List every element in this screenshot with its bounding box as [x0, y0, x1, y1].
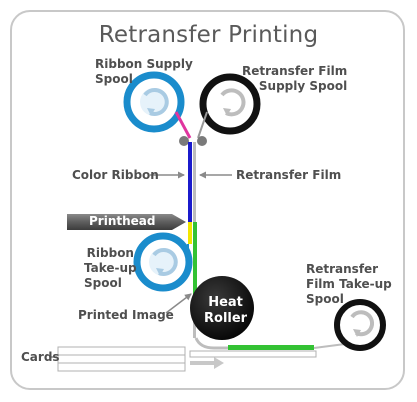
film-to-takeup-segment [313, 343, 346, 349]
heat-roller-label-line2: Roller [204, 311, 248, 326]
color-ribbon-label: Color Ribbon [72, 168, 159, 182]
ribbon-yellow-band [188, 222, 192, 244]
film-takeup-label-line1: Retransfer [306, 262, 379, 276]
ribbon-takeup-label: Ribbon Take-up Spool [84, 246, 137, 291]
card-in-printer [189, 350, 317, 358]
film-takeup-label-line2: Film Take-up [306, 277, 392, 291]
film-green-transfer [228, 345, 314, 350]
diagram-title: Retransfer Printing [98, 22, 319, 48]
heat-roller [190, 276, 254, 340]
ribbon-supply-label-line1: Ribbon Supply [95, 57, 193, 71]
printed-image-label: Printed Image [78, 308, 174, 322]
printhead-label: Printhead [89, 214, 156, 228]
guide-roller-right [197, 136, 207, 146]
film-supply-label-line2: Supply Spool [258, 79, 348, 93]
ribbon-supply-spool [123, 71, 185, 133]
ribbon-navy-band [188, 142, 192, 222]
card-stack-3 [57, 362, 186, 372]
film-bottom-segment [194, 337, 314, 350]
ribbon-takeup-spool [133, 232, 193, 292]
film-green-image [193, 222, 197, 300]
guide-roller-left [179, 136, 189, 146]
film-supply-spool [199, 73, 261, 135]
film-supply-label-line1: Retransfer Film [242, 64, 348, 78]
film-supply-label: Retransfer Film Supply Spool [242, 64, 347, 94]
ribbon-supply-label-line2: Spool [95, 72, 133, 86]
heat-roller-label: Heat Roller [204, 295, 247, 327]
ribbon-takeup-label-line2: Take-up [84, 261, 137, 275]
heat-roller-label-line1: Heat [208, 295, 243, 310]
printhead-icon [67, 214, 186, 230]
film-takeup-label-line3: Spool [306, 292, 344, 306]
printed-image-arrow [165, 293, 192, 314]
cards-label: Cards [21, 350, 60, 364]
card-stack-2 [57, 354, 186, 364]
ribbon-takeup-label-line1: Ribbon [86, 246, 134, 260]
card-stack-1 [57, 346, 186, 356]
ribbon-supply-label: Ribbon Supply Spool [95, 57, 193, 87]
retransfer-film-label: Retransfer Film [236, 168, 342, 182]
film-takeup-spool [334, 299, 386, 351]
ribbon-takeup-label-line3: Spool [84, 276, 122, 290]
film-supply-segment [197, 111, 208, 139]
film-takeup-label: Retransfer Film Take-up Spool [306, 262, 392, 307]
ribbon-magenta-segment [174, 111, 192, 139]
card-feed-arrowhead [214, 357, 224, 369]
